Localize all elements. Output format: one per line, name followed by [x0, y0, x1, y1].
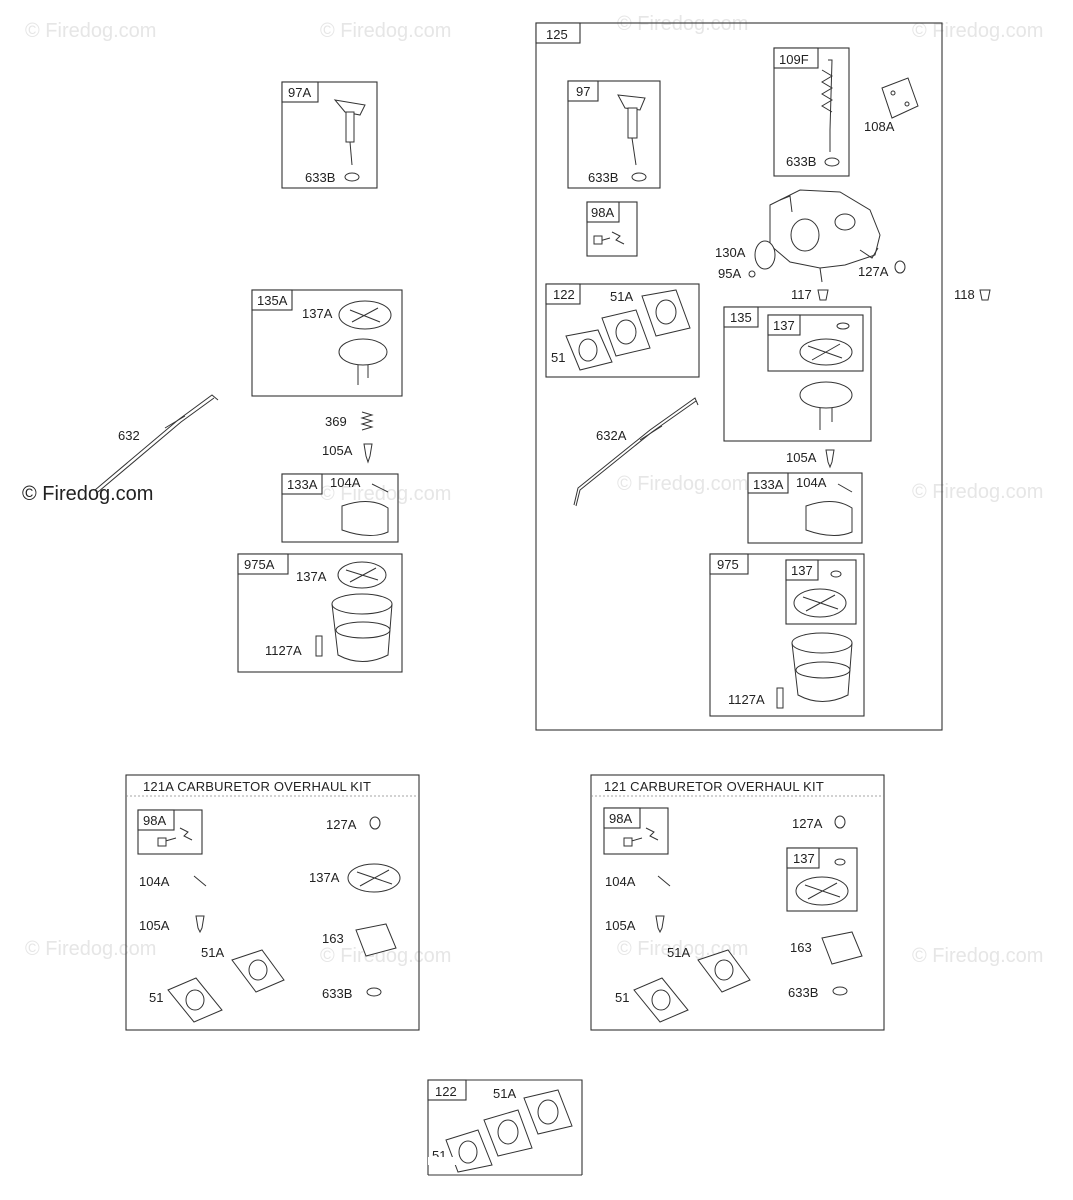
group-122: 122 51A 51 [545, 283, 700, 378]
label-633B: 633B [305, 170, 335, 185]
tag-122: 122 [553, 287, 575, 302]
tag-98A: 98A [591, 205, 614, 220]
label-118: 118 [954, 287, 975, 302]
watermark: © Firedog.com [25, 20, 156, 42]
watermarks: © Firedog.com © Firedog.com © Firedog.co… [22, 13, 1043, 967]
label-51A: 51A [201, 945, 224, 960]
watermark: © Firedog.com [617, 13, 748, 35]
group-135A: 135A 137A [251, 289, 403, 397]
watermark: © Firedog.com [617, 473, 748, 495]
tag-97A: 97A [288, 85, 311, 100]
tag-125: 125 [546, 27, 568, 42]
label-163: 163 [790, 940, 812, 955]
label-104A: 104A [330, 475, 361, 490]
group-975A: 975A 137A 1127A [237, 553, 403, 673]
kit-121A: 121A CARBURETOR OVERHAUL KIT 98A 127A 10… [125, 774, 420, 1031]
tag-975A: 975A [244, 557, 275, 572]
tag-133A: 133A [287, 477, 318, 492]
group-97: 97 633B [567, 80, 661, 189]
label-108A: 108A [864, 119, 895, 134]
label-1127A: 1127A [265, 643, 302, 658]
tag-122: 122 [435, 1084, 457, 1099]
tag-137: 137 [793, 851, 815, 866]
kit-121: 121 CARBURETOR OVERHAUL KIT 98A 127A 137… [590, 774, 885, 1031]
label-51A: 51A [610, 289, 633, 304]
watermark: © Firedog.com [912, 20, 1043, 42]
label-51: 51 [615, 990, 629, 1005]
group-98A: 98A [586, 201, 638, 257]
label-51: 51 [551, 350, 565, 365]
part-369: 369 [325, 411, 374, 431]
label-632A: 632A [596, 428, 627, 443]
label-369: 369 [325, 414, 347, 429]
tag-137: 137 [791, 563, 813, 578]
label-130A: 130A [715, 245, 746, 260]
label-633B: 633B [322, 986, 352, 1001]
label-51A: 51A [667, 945, 690, 960]
group-125: 125 [535, 22, 943, 731]
group-133A-left: 133A 104A [281, 473, 399, 543]
tag-135A: 135A [257, 293, 288, 308]
tag-109F: 109F [779, 52, 809, 67]
label-633B: 633B [788, 985, 818, 1000]
label-633B: 633B [588, 170, 618, 185]
label-104A: 104A [139, 874, 170, 889]
label-127A: 127A [858, 264, 889, 279]
label-105A: 105A [786, 450, 817, 465]
label-105A: 105A [605, 918, 636, 933]
part-carburetor: 130A 95A 127A 117 [715, 189, 906, 302]
group-97A: 97A 633B [281, 81, 378, 189]
label-51A: 51A [493, 1086, 516, 1101]
group-133A-right: 133A 104A [747, 472, 863, 544]
tag-135: 135 [730, 310, 752, 325]
part-632: 632 [94, 394, 219, 493]
watermark: © Firedog.com [912, 481, 1043, 503]
part-108A: 108A [864, 77, 919, 134]
group-122-bottom: 122 51A 51 [427, 1079, 583, 1176]
label-632: 632 [118, 428, 140, 443]
watermark-bold: © Firedog.com [22, 483, 153, 505]
tag-133A: 133A [753, 477, 784, 492]
part-105A-right: 105A [786, 449, 835, 469]
part-118: 118 [954, 287, 991, 302]
label-127A: 127A [792, 816, 823, 831]
label-1127A: 1127A [728, 692, 765, 707]
label-633B: 633B [786, 154, 816, 169]
label-137A: 137A [309, 870, 340, 885]
tag-975: 975 [717, 557, 739, 572]
tag-97: 97 [576, 84, 590, 99]
label-117: 117 [791, 287, 812, 302]
label-104A: 104A [605, 874, 636, 889]
watermark: © Firedog.com [320, 483, 451, 505]
tag-98A: 98A [143, 813, 166, 828]
kit-title: 121 CARBURETOR OVERHAUL KIT [604, 779, 824, 794]
label-51: 51 [149, 990, 163, 1005]
watermark: © Firedog.com [912, 945, 1043, 967]
watermark: © Firedog.com [320, 20, 451, 42]
part-632A: 632A [573, 397, 699, 507]
kit-title: 121A CARBURETOR OVERHAUL KIT [143, 779, 371, 794]
group-109F: 109F 633B [773, 47, 850, 177]
tag-98A: 98A [609, 811, 632, 826]
label-104A: 104A [796, 475, 827, 490]
tag-137: 137 [773, 318, 795, 333]
part-105A-left: 105A [322, 443, 373, 464]
label-163: 163 [322, 931, 344, 946]
label-105A: 105A [139, 918, 170, 933]
label-95A: 95A [718, 266, 741, 281]
group-975: 975 137 1127A [709, 553, 865, 717]
label-137A: 137A [302, 306, 333, 321]
label-127A: 127A [326, 817, 357, 832]
label-137A: 137A [296, 569, 327, 584]
label-105A: 105A [322, 443, 353, 458]
watermark: © Firedog.com [25, 938, 156, 960]
group-135: 135 137 [723, 306, 872, 442]
